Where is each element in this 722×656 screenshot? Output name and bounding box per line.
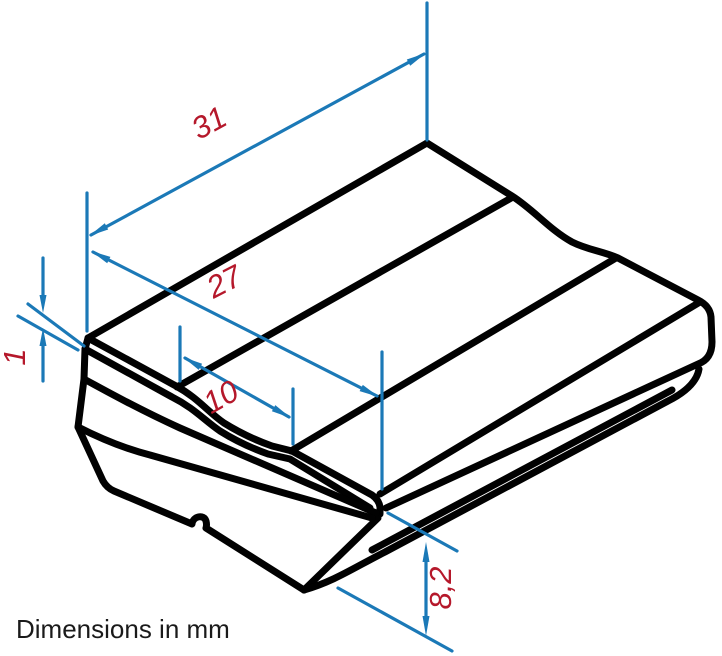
part-front-right-edge — [376, 298, 704, 498]
part-left-profile-and-bottom — [74, 334, 382, 594]
part-base-bottom-lip-line — [368, 386, 676, 554]
part-outline — [74, 139, 716, 594]
dim-31-label: 31 — [185, 99, 232, 146]
dim-10-arrow-left — [183, 357, 203, 370]
part-base-top-line-left — [80, 375, 380, 517]
part-top-groove-line-a — [173, 193, 517, 391]
dim-8-2-extension-lower — [336, 586, 454, 653]
dim-8-2-extension-upper — [386, 511, 459, 553]
dim-10-arrow-right — [271, 405, 291, 418]
part-base-crease-line-left — [74, 423, 376, 522]
part-front-left-edge-with-dip — [84, 334, 384, 518]
dim-1-extension-lower — [16, 314, 80, 352]
dim-10-label: 10 — [197, 373, 244, 420]
part-base-bottom-edge — [300, 365, 703, 594]
dim-27-label: 27 — [200, 257, 249, 305]
dim-1-arrow-down — [39, 295, 47, 313]
part-left-lip-line — [81, 345, 374, 512]
dimension-1-group: 1 — [0, 256, 86, 383]
dim-1-arrow-up — [39, 328, 47, 346]
dim-8-2-arrow-up — [422, 542, 430, 562]
part-top-right-wavy-edge — [382, 139, 716, 512]
dimension-31-group: 31 — [85, 1, 429, 333]
dim-1-extension-upper — [26, 302, 86, 348]
dimension-27-group: 27 — [91, 250, 384, 491]
dimension-8-2-group: 8,2 — [336, 511, 459, 653]
part-top-groove-line-b — [287, 254, 620, 455]
dim-8-2-arrow-down — [422, 616, 430, 636]
dim-27-line — [91, 250, 379, 398]
dim-31-arrow-right — [406, 53, 426, 66]
units-note: Dimensions in mm — [16, 614, 230, 644]
dim-27-arrow-right — [359, 384, 379, 397]
dim-31-arrow-left — [89, 223, 109, 236]
dim-8-2-label: 8,2 — [423, 566, 458, 609]
dim-31-line — [89, 52, 426, 237]
part-top-left-edge — [84, 139, 431, 342]
dim-1-label: 1 — [0, 348, 32, 365]
dim-27-arrow-left — [91, 251, 111, 264]
dim-10-line — [183, 356, 291, 419]
